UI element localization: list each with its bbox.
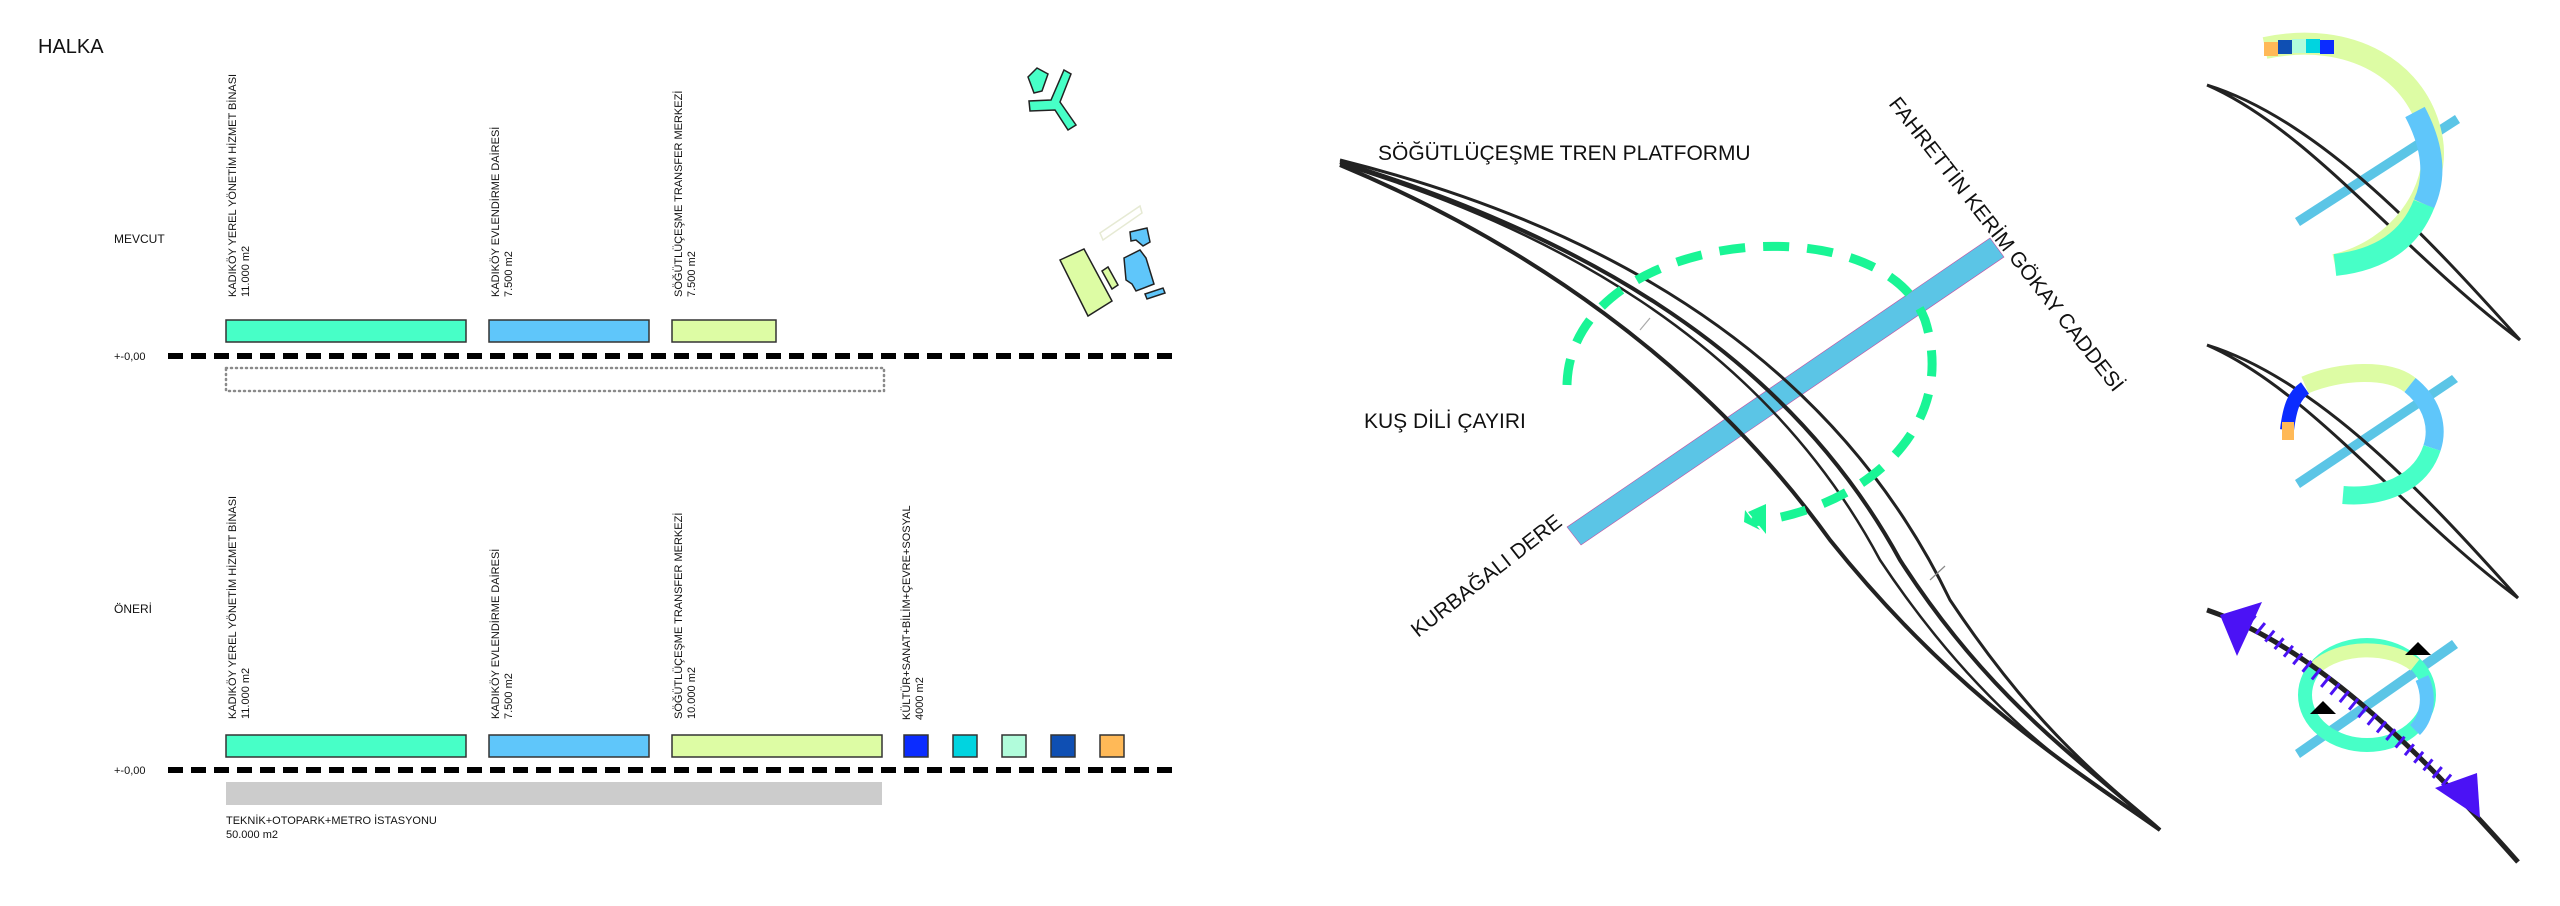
axon-3-ring-lime <box>2310 643 2420 674</box>
oneri-building-1: KADIKÖY YEREL YÖNETİM HİZMET BİNASI 11.0… <box>225 496 467 758</box>
street-label: FAHRETTİN KERİM GÖKAY CADDESİ <box>1884 93 2128 396</box>
mevcut-building-2: KADIKÖY EVLENDİRME DAİRESİ 7.500 m2 <box>488 127 650 343</box>
axon-2-seg-orange <box>2282 422 2294 440</box>
program-square-2 <box>952 734 978 758</box>
axon-1-rails <box>2206 83 2522 342</box>
axon-step-1 <box>2206 32 2522 342</box>
oneri-building-2-area: 7.500 m2 <box>503 673 515 719</box>
axon-2-ring-green <box>2342 444 2441 505</box>
oneri-underground-block <box>226 782 882 805</box>
site-plan-existing <box>1027 67 1166 318</box>
oneri-building-1-name: KADIKÖY YEREL YÖNETİM HİZMET BİNASI <box>226 496 239 719</box>
axon-1-ring-green <box>2333 199 2435 276</box>
mevcut-bar-1 <box>225 319 467 343</box>
mevcut-building-3: SÖĞÜTLÜÇEŞME TRANSFER MERKEZİ 7.500 m2 <box>671 91 777 343</box>
axon-3-arrow-up-left <box>2220 602 2262 656</box>
oneri-label: ÖNERİ <box>114 602 152 616</box>
oneri-building-3-name: SÖĞÜTLÜÇEŞME TRANSFER MERKEZİ <box>672 513 685 719</box>
axon-step-3 <box>2206 602 2520 864</box>
oneri-building-4-area: 4000 m2 <box>914 677 926 720</box>
mevcut-building-1-name: KADIKÖY YEREL YÖNETİM HİZMET BİNASI <box>226 74 239 297</box>
kurbagali-stream <box>1566 237 2005 546</box>
building-footprint-g <box>1144 287 1166 300</box>
building-footprint-b <box>1028 68 1078 132</box>
mevcut-building-3-area: 7.500 m2 <box>686 251 698 297</box>
axon-1-ring-blue <box>2405 106 2443 209</box>
mevcut-building-3-name: SÖĞÜTLÜÇEŞME TRANSFER MERKEZİ <box>672 91 685 297</box>
axon-step-2 <box>2206 343 2520 600</box>
axon-1-seg-cyan <box>2306 39 2320 53</box>
oneri-building-3: SÖĞÜTLÜÇEŞME TRANSFER MERKEZİ 10.000 m2 <box>671 513 883 758</box>
axon-1-seg-orange <box>2264 42 2278 56</box>
axon-1-seg-blue <box>2320 40 2334 54</box>
oneri-building-4: KÜLTÜR+SANAT+BİLİM+ÇEVRE+SOSYAL 4000 m2 <box>900 505 1125 758</box>
program-square-5 <box>1099 734 1125 758</box>
axon-1-seg-darkblue <box>2278 40 2292 54</box>
circulation-arrowhead <box>1744 510 1760 530</box>
mevcut-building-2-name: KADIKÖY EVLENDİRME DAİRESİ <box>489 127 502 297</box>
axon-3-stair-icon-2 <box>2310 701 2336 714</box>
mevcut-label: MEVCUT <box>114 232 165 246</box>
oneri-building-2: KADIKÖY EVLENDİRME DAİRESİ 7.500 m2 <box>488 549 650 758</box>
mevcut-bar-2 <box>488 319 650 343</box>
oneri-ground-label: +-0,00 <box>114 765 146 777</box>
building-footprint-h <box>1099 204 1143 242</box>
program-square-4 <box>1050 734 1076 758</box>
axon-2-rails <box>2206 343 2520 600</box>
axon-3-arrow-down-right <box>2435 773 2480 818</box>
underground-area: 50.000 m2 <box>226 829 278 841</box>
axon-1-seg-mint <box>2292 39 2306 53</box>
mevcut-building-1: KADIKÖY YEREL YÖNETİM HİZMET BİNASI 11.0… <box>225 74 467 343</box>
mevcut-bar-3 <box>671 319 777 343</box>
axon-3-stair-icon-1 <box>2405 642 2431 655</box>
oneri-building-1-area: 11.000 m2 <box>240 668 252 719</box>
oneri-building-4-name: KÜLTÜR+SANAT+BİLİM+ÇEVRE+SOSYAL <box>900 505 913 720</box>
building-footprint-f <box>1123 249 1155 292</box>
oneri-bar-3 <box>671 734 883 758</box>
circulation-arc <box>1562 241 1937 527</box>
meadow-label: KUŞ DİLİ ÇAYIRI <box>1364 410 1526 433</box>
building-footprint-e <box>1129 227 1151 247</box>
mevcut-ground-label: +-0,00 <box>114 351 146 363</box>
building-footprint-c <box>1058 248 1113 318</box>
mevcut-building-1-area: 11.000 m2 <box>240 246 252 297</box>
mevcut-underground-outline <box>224 366 886 393</box>
oneri-building-3-area: 10.000 m2 <box>686 667 698 719</box>
diagram-title: HALKA <box>38 36 104 58</box>
oneri-bar-1 <box>225 734 467 758</box>
program-square-1 <box>903 734 929 758</box>
rail-tracks <box>1339 158 2162 832</box>
oneri-bar-2 <box>488 734 650 758</box>
underground-name: TEKNİK+OTOPARK+METRO İSTASYONU <box>226 814 437 827</box>
axon-2-ring-blue <box>2404 377 2444 451</box>
circulation-arrow-icon <box>1748 504 1766 534</box>
oneri-building-2-name: KADIKÖY EVLENDİRME DAİRESİ <box>489 549 502 719</box>
building-footprint-d <box>1101 265 1119 291</box>
platform-label: SÖĞÜTLÜÇEŞME TREN PLATFORMU <box>1378 142 1751 165</box>
building-footprint-a <box>1027 67 1049 94</box>
axon-2-ring-lime <box>2301 364 2416 394</box>
stream-label: KURBAĞALI DERE <box>1407 510 1566 642</box>
axon-3-ring-blue <box>2409 675 2434 735</box>
program-square-3 <box>1001 734 1027 758</box>
site-map: SÖĞÜTLÜÇEŞME TREN PLATFORMU FAHRETTİN KE… <box>1339 93 2162 832</box>
mevcut-building-2-area: 7.500 m2 <box>503 251 515 297</box>
